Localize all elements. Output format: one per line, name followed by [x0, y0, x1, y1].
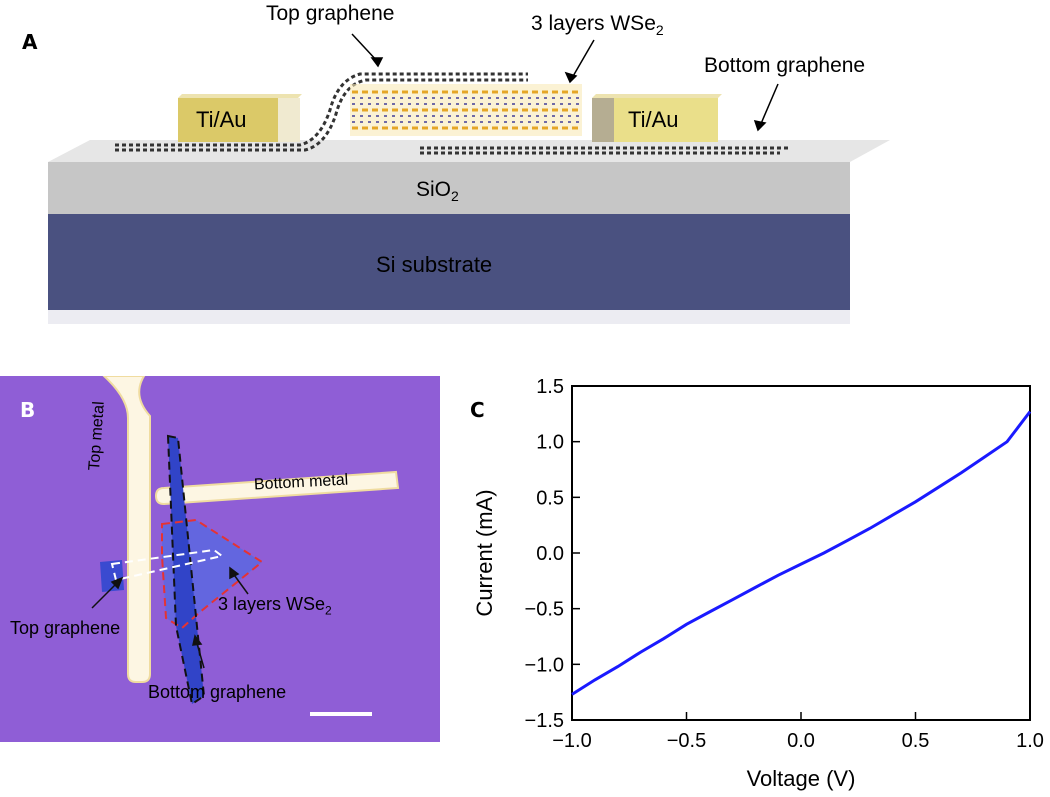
- bottom-metal-trace: [154, 470, 400, 506]
- x-tick-label: −1.0: [552, 730, 591, 752]
- oxide-label: SiO2: [416, 178, 459, 204]
- top-metal-trace: [102, 376, 151, 683]
- contact-left-label: Ti/Au: [196, 107, 247, 132]
- top-graphene-outline: [110, 548, 225, 582]
- oxide-label-sub: 2: [451, 188, 459, 205]
- wse2-label-a: 3 layers WSe2: [531, 12, 664, 38]
- y-tick-label: −1.5: [525, 710, 564, 732]
- x-tick-label: 0.0: [787, 730, 815, 752]
- plot-frame: [571, 385, 1031, 721]
- bottom-graphene-label-b: Bottom graphene: [148, 682, 287, 702]
- top-graphene-sheet: [115, 72, 528, 152]
- oxide-layer: [48, 162, 850, 214]
- bottom-graphene-label: Bottom graphene: [704, 54, 866, 77]
- wse2-label-a-text: 3 layers WSe: [531, 12, 656, 35]
- top-graphene-label-b: Top graphene: [10, 618, 121, 638]
- iv-series-line: [571, 410, 1032, 696]
- substrate-layer: [48, 214, 850, 310]
- wse2-outline: [161, 518, 264, 630]
- contact-right-block: [592, 94, 722, 142]
- y-tick-label: 0.5: [536, 487, 564, 509]
- y-tick-label: 0.0: [536, 543, 564, 565]
- y-tick-label: −0.5: [525, 599, 564, 621]
- y-tick-label: 1.5: [536, 376, 564, 398]
- scale-bar: [310, 712, 372, 716]
- x-tick-label: −0.5: [667, 730, 706, 752]
- x-axis-label: Voltage (V): [747, 766, 856, 791]
- contact-left-block: [178, 94, 302, 142]
- substrate-label: Si substrate: [376, 252, 493, 277]
- panel-c-letter: C: [470, 398, 485, 422]
- wse2-label-b-text: 3 layers WSe: [218, 594, 326, 614]
- oxide-label-text: SiO: [416, 178, 452, 201]
- panel-a-letter: A: [22, 30, 38, 54]
- panel-b-letter: B: [20, 398, 36, 422]
- x-tick-label: 0.5: [902, 730, 930, 752]
- optical-micrograph: [0, 376, 440, 742]
- wse2-label-a-sub: 2: [655, 22, 664, 39]
- y-axis-label: Current (mA): [472, 489, 497, 616]
- annotation-arrows: [351, 33, 779, 132]
- wse2-label-b-sub: 2: [325, 603, 332, 618]
- y-tick-label: −1.0: [525, 654, 564, 676]
- y-tick-label: 1.0: [536, 432, 564, 454]
- device-schematic: [48, 33, 890, 324]
- micrograph-arrows: [91, 566, 249, 669]
- bottom-graphene-outline: [166, 434, 206, 706]
- wse2-layers: [350, 84, 582, 136]
- top-graphene-label: Top graphene: [266, 2, 395, 25]
- contact-right-label: Ti/Au: [628, 107, 679, 132]
- wse2-label-b: 3 layers WSe2: [218, 594, 332, 618]
- bottom-graphene-sheet: [420, 146, 790, 155]
- x-tick-label: 1.0: [1016, 730, 1044, 752]
